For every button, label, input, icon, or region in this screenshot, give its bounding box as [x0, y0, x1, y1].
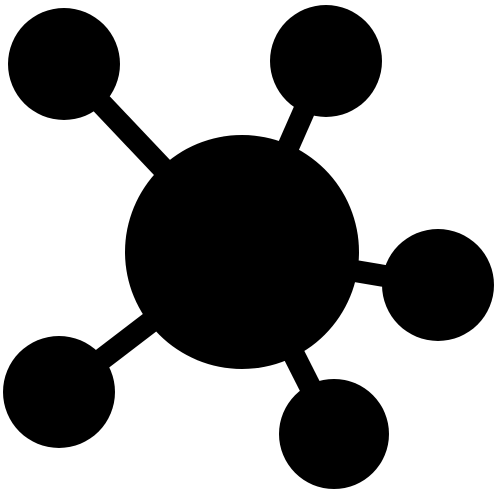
satellite-node-bottom-right	[279, 379, 389, 489]
satellite-node-top-right	[270, 5, 382, 117]
satellite-node-right	[382, 229, 494, 341]
hub-node	[125, 135, 359, 369]
satellite-node-top-left	[8, 8, 120, 120]
nodes	[3, 5, 494, 489]
satellite-node-bottom-left	[3, 336, 115, 448]
